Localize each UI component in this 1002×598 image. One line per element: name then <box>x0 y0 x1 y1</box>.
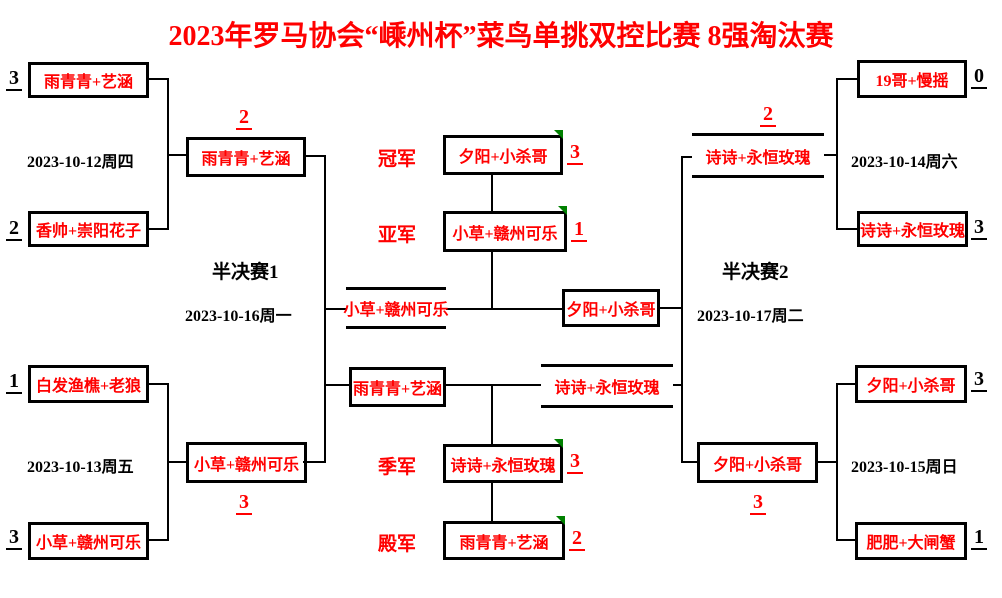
comment-marker-icon <box>554 130 563 139</box>
sf2-winner1-score: 2 <box>760 104 776 127</box>
sf2-winner2-score: 3 <box>750 492 766 515</box>
champion-team: 夕阳+小杀哥 <box>458 149 548 166</box>
qf3-team2-score: 3 <box>971 217 987 240</box>
connector-line <box>491 385 493 445</box>
qf4-date: 2023-10-15周日 <box>851 459 958 476</box>
sf2-team1-slot: 诗诗+永恒玫瑰 <box>692 133 824 178</box>
semifinal1-date: 2023-10-16周一 <box>185 308 292 325</box>
connector-line <box>148 539 168 541</box>
connector-line <box>491 252 493 309</box>
connector-line <box>491 175 493 213</box>
connector-line <box>837 78 857 80</box>
qf3-date: 2023-10-14周六 <box>851 154 958 171</box>
qf1-date: 2023-10-12周四 <box>27 154 134 171</box>
qf4-team1-box: 夕阳+小杀哥 <box>855 365 967 403</box>
semifinal1-label: 半决赛1 <box>212 262 279 283</box>
third-place-right-slot: 诗诗+永恒玫瑰 <box>541 364 673 408</box>
connector-line <box>837 228 857 230</box>
qf1-team2-score: 2 <box>6 218 22 241</box>
connector-line <box>324 384 352 386</box>
connector-line <box>658 307 683 309</box>
connector-line <box>303 155 326 157</box>
third-place-left-box: 雨青青+艺涵 <box>349 367 446 407</box>
third-box: 诗诗+永恒玫瑰 <box>443 439 563 483</box>
qf4-team2-score: 1 <box>971 527 987 550</box>
champion-score: 3 <box>567 142 583 165</box>
qf1-team1-score: 3 <box>6 68 22 91</box>
third-label: 季军 <box>378 457 417 478</box>
sf1-team1-box: 雨青青+艺涵 <box>186 137 306 177</box>
fourth-label: 殿军 <box>378 534 417 555</box>
qf3-team1-box: 19哥+慢摇 <box>857 60 967 98</box>
connector-line <box>818 461 838 463</box>
runner-up-label: 亚军 <box>378 225 417 246</box>
runner-up-team: 小草+赣州可乐 <box>452 225 558 243</box>
qf2-team1-score: 1 <box>6 371 22 394</box>
comment-marker-icon <box>554 439 563 448</box>
comment-marker-icon <box>558 206 567 215</box>
page-title: 2023年罗马协会“嵊州杯”菜鸟单挑双控比赛 8强淘汰赛 <box>168 21 834 52</box>
qf4-team1-score: 3 <box>971 369 987 392</box>
third-score: 3 <box>567 451 583 474</box>
runner-up-box: 小草+赣州可乐 <box>443 206 567 252</box>
qf3-team2-box: 诗诗+永恒玫瑰 <box>857 211 968 247</box>
final-right-box: 夕阳+小杀哥 <box>562 289 660 327</box>
qf2-team1-box: 白发渔樵+老狼 <box>28 365 149 403</box>
sf1-winner2-score: 3 <box>236 492 252 515</box>
qf2-date: 2023-10-13周五 <box>27 459 134 476</box>
connector-line <box>303 461 326 463</box>
runner-up-score: 1 <box>571 219 587 242</box>
sf2-team2-box: 夕阳+小杀哥 <box>697 442 818 483</box>
semifinal2-label: 半决赛2 <box>722 262 789 283</box>
qf3-team1-score: 0 <box>971 66 987 89</box>
connector-line <box>148 228 168 230</box>
final-left-slot: 小草+赣州可乐 <box>343 287 449 329</box>
connector-line <box>148 78 168 80</box>
connector-line <box>837 383 857 385</box>
qf2-team2-score: 3 <box>6 527 22 550</box>
fourth-team: 雨青青+艺涵 <box>459 534 549 552</box>
comment-marker-icon <box>556 516 565 525</box>
connector-line <box>491 483 493 523</box>
connector-line <box>167 461 186 463</box>
champion-label: 冠军 <box>378 149 417 170</box>
qf4-team2-box: 肥肥+大闸蟹 <box>855 522 967 560</box>
third-team: 诗诗+永恒玫瑰 <box>450 457 556 475</box>
champion-box: 夕阳+小杀哥 <box>443 130 563 175</box>
connector-line <box>837 539 857 541</box>
sf1-team2-box: 小草+赣州可乐 <box>186 442 307 483</box>
connector-line <box>681 156 683 463</box>
qf1-team1-box: 雨青青+艺涵 <box>28 62 149 98</box>
sf1-winner1-score: 2 <box>236 107 252 130</box>
qf2-team2-box: 小草+赣州可乐 <box>28 522 149 560</box>
connector-line <box>681 156 695 158</box>
connector-line <box>681 461 697 463</box>
connector-line <box>148 383 168 385</box>
fourth-score: 2 <box>569 528 585 551</box>
fourth-box: 雨青青+艺涵 <box>443 516 565 560</box>
semifinal2-date: 2023-10-17周二 <box>697 308 804 325</box>
connector-line <box>820 154 838 156</box>
connector-line <box>167 154 186 156</box>
qf1-team2-box: 香帅+崇阳花子 <box>28 211 149 247</box>
